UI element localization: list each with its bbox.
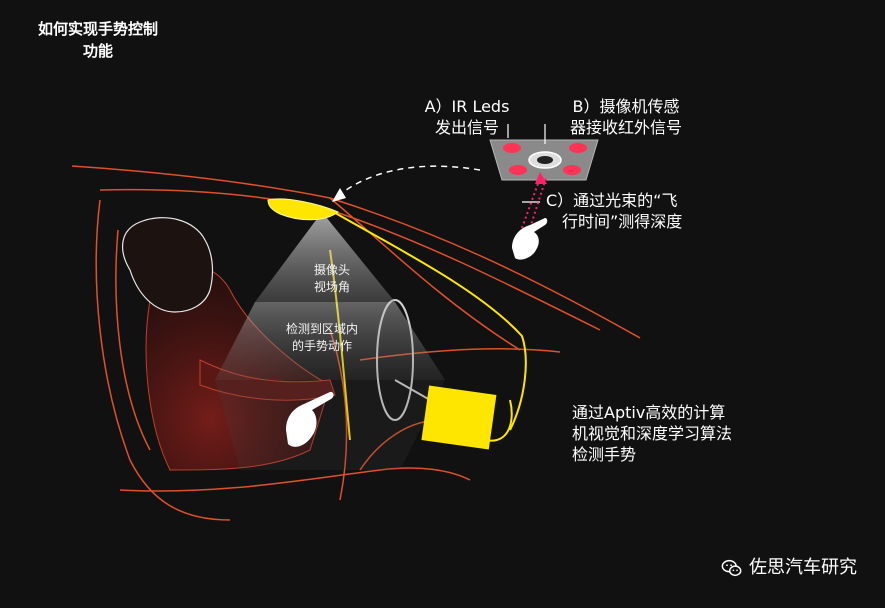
watermark-text: 佐思汽车研究	[749, 557, 857, 578]
camera-fov-cone	[255, 212, 395, 302]
label-time-of-flight: C）通过光束的“飞 行时间”测得深度	[546, 190, 724, 232]
label-ir-leds: A）IR Leds 发出信号	[418, 96, 516, 138]
label-algorithm-line-1: 通过Aptiv高效的计算	[572, 403, 726, 422]
title-line-1: 如何实现手势控制	[37, 20, 158, 38]
processing-cable	[484, 399, 513, 442]
label-detection-zone-line-1: 检测到区域内	[285, 322, 358, 336]
pillar-trim	[329, 209, 527, 431]
page-title: 如何实现手势控制 功能	[28, 18, 168, 62]
label-camera-sensor-line-2: 器接收红外信号	[569, 118, 682, 137]
label-camera-fov-line-2: 视场角	[313, 280, 350, 294]
label-ir-leds-line-2: 发出信号	[434, 118, 499, 137]
label-ir-leds-line-1: A）IR Leds	[424, 97, 510, 116]
label-tof-line-1: C）通过光束的“飞	[546, 191, 678, 210]
tof-beams	[521, 177, 547, 229]
watermark: 佐思汽车研究	[721, 556, 857, 580]
wechat-icon	[721, 559, 742, 577]
led-3	[509, 165, 527, 175]
label-camera-fov-line-1: 摄像头	[313, 263, 350, 277]
led-2	[569, 143, 587, 153]
signal-arrow	[337, 165, 481, 197]
detection-zone	[215, 302, 445, 380]
label-tof-line-2: 行时间”测得深度	[562, 212, 683, 231]
label-camera-fov: 摄像头 视场角	[300, 262, 364, 296]
tof-arrow-head	[535, 172, 547, 184]
floor-line	[119, 467, 471, 492]
tof-beam-2	[529, 177, 547, 229]
camera-lens-inner	[537, 156, 553, 164]
tof-beam-1	[521, 177, 541, 229]
label-algorithm: 通过Aptiv高效的计算 机视觉和深度学习算法 检测手势	[572, 402, 772, 465]
seat-back-inner	[115, 229, 151, 451]
label-camera-sensor: B）摄像机传感 器接收红外信号	[560, 96, 692, 138]
label-detection-zone: 检测到区域内 的手势动作	[263, 321, 381, 355]
signal-arrow-head	[332, 188, 346, 202]
label-algorithm-line-3: 检测手势	[572, 445, 637, 464]
processing-unit	[421, 385, 497, 450]
label-detection-zone-line-2: 的手势动作	[291, 339, 352, 353]
driver-head	[122, 217, 214, 313]
detection-zone-lower	[215, 380, 445, 470]
overhead-camera	[267, 198, 339, 221]
car-outline	[71, 165, 641, 521]
sensor-module	[489, 139, 599, 181]
seat-back	[95, 199, 231, 521]
label-algorithm-line-2: 机视觉和深度学习算法	[572, 424, 733, 443]
led-1	[503, 143, 521, 153]
led-4	[563, 165, 581, 175]
title-line-2: 功能	[82, 42, 113, 60]
gesture-hand-near	[512, 218, 548, 260]
a-pillar	[329, 197, 521, 351]
label-camera-sensor-line-1: B）摄像机传感	[572, 97, 680, 116]
gesture-hand-driver	[286, 391, 334, 447]
